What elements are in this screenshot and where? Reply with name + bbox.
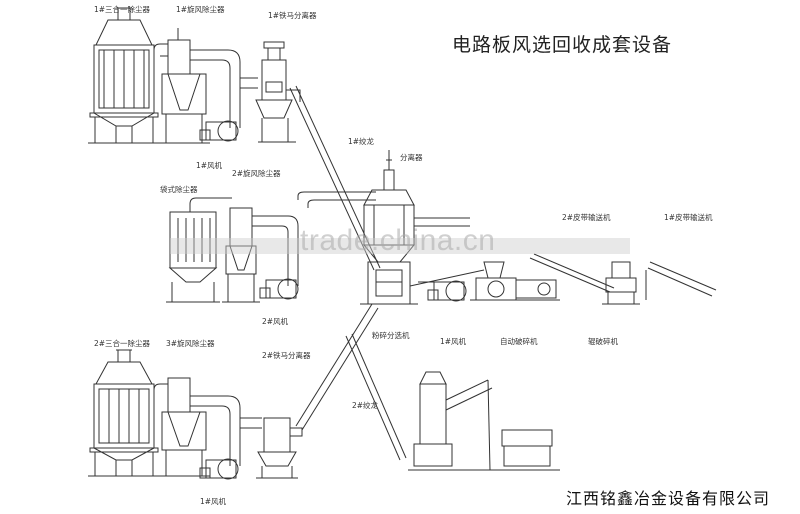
label-crushing-separator: 粉碎分选机 — [372, 331, 410, 340]
watermark-text: trade.china.cn — [300, 224, 496, 257]
label-triple-collector-1: 1#三合一除尘器 — [94, 5, 151, 14]
label-separator: 分离器 — [400, 153, 423, 162]
label-screw-2: 2#绞龙 — [352, 401, 379, 410]
conveyor-screw-2 — [295, 303, 379, 431]
roller-crusher — [602, 261, 640, 305]
label-fan-4: 1#风机 — [200, 497, 227, 506]
label-triple-collector-2: 2#三合一除尘器 — [94, 339, 151, 348]
company-name: 江西铭鑫冶金设备有限公司 — [566, 489, 771, 508]
duct-1b — [190, 49, 258, 128]
auto-crusher — [409, 261, 560, 301]
duct-2 — [252, 191, 376, 286]
triple-dust-collector-2 — [88, 349, 168, 477]
label-fan-3: 1#风机 — [440, 337, 467, 346]
iron-separator-1 — [255, 41, 301, 143]
label-screw-1: 1#绞龙 — [348, 137, 375, 146]
fan-3 — [418, 280, 467, 302]
central-separator — [360, 150, 470, 305]
bottom-hopper-station — [408, 371, 560, 471]
label-cyclone-2: 2#旋风除尘器 — [232, 169, 281, 178]
label-roller-crusher: 辊破碎机 — [588, 337, 618, 346]
triple-dust-collector-1 — [88, 7, 160, 144]
bag-dust-collector — [166, 197, 232, 303]
duct-1a — [153, 43, 168, 65]
fan-2 — [259, 278, 299, 300]
fan-1 — [199, 120, 239, 142]
cyclone-collector-3 — [160, 377, 210, 477]
label-auto-crusher: 自动破碎机 — [500, 337, 538, 346]
iron-separator-2 — [256, 417, 303, 479]
belt-conveyor-1 — [645, 261, 717, 300]
label-fan-2: 2#风机 — [262, 317, 289, 326]
watermark-band — [170, 238, 630, 254]
fan-4 — [199, 458, 239, 480]
belt-conveyor-2 — [529, 253, 615, 293]
label-fan-1: 1#风机 — [196, 161, 223, 170]
label-iron-separator-1: 1#铁马分离器 — [268, 11, 317, 20]
cyclone-collector-1 — [160, 28, 210, 144]
duct-3 — [190, 395, 262, 466]
cyclone-collector-2 — [222, 207, 260, 303]
label-iron-separator-2: 2#铁马分离器 — [262, 351, 311, 360]
conveyor-screw-1 — [289, 85, 381, 271]
label-cyclone-3: 3#旋风除尘器 — [166, 339, 215, 348]
label-cyclone-1: 1#旋风除尘器 — [176, 5, 225, 14]
label-bag-collector: 袋式除尘器 — [160, 185, 198, 194]
label-belt-1: 1#皮带输送机 — [664, 213, 713, 222]
diagram-title: 电路板风选回收成套设备 — [452, 34, 673, 56]
label-belt-2: 2#皮带输送机 — [562, 213, 611, 222]
conveyor-screw-3 — [345, 333, 407, 461]
